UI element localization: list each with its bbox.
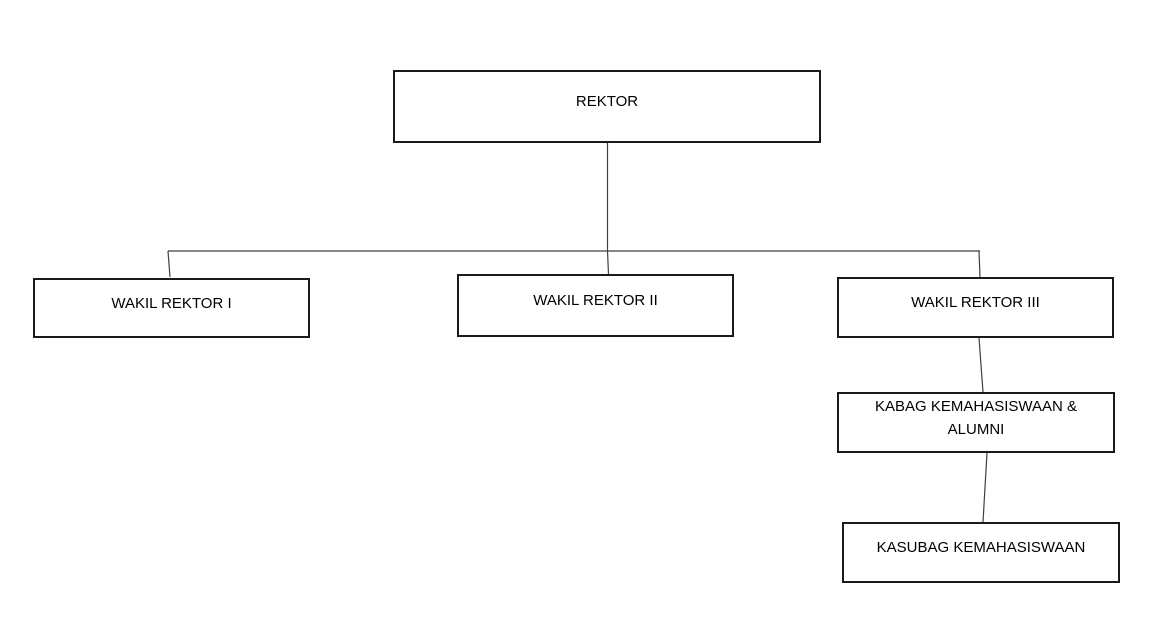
connector-drop-wakil-ii [606,250,610,275]
org-node-kabag-kemahasiswaan-alumni: KABAG KEMAHASISWAAN & ALUMNI [837,392,1115,453]
org-node-kasubag-kemahasiswaan: KASUBAG KEMAHASISWAAN [842,522,1120,583]
connector-drop-wakil-iii [978,250,981,278]
org-node-rektor: REKTOR [393,70,821,143]
org-node-wakil-rektor-iii: WAKIL REKTOR III [837,277,1114,338]
org-node-kasubag-label: KASUBAG KEMAHASISWAAN [876,539,1086,556]
org-node-wakil-rektor-ii-label: WAKIL REKTOR II [533,292,658,309]
connector-wakil-iii-to-kabag [978,337,984,393]
org-node-wakil-rektor-i: WAKIL REKTOR I [33,278,310,338]
connector-kabag-to-kasubag [982,452,988,523]
org-node-wakil-rektor-i-label: WAKIL REKTOR I [111,294,232,312]
org-node-wakil-rektor-ii: WAKIL REKTOR II [457,274,734,337]
connector-drop-wakil-i [167,250,171,278]
org-node-kabag-label: KABAG KEMAHASISWAAN & ALUMNI [875,397,1077,438]
org-node-wakil-rektor-iii-label: WAKIL REKTOR III [911,294,1040,311]
org-node-rektor-label: REKTOR [575,93,639,110]
